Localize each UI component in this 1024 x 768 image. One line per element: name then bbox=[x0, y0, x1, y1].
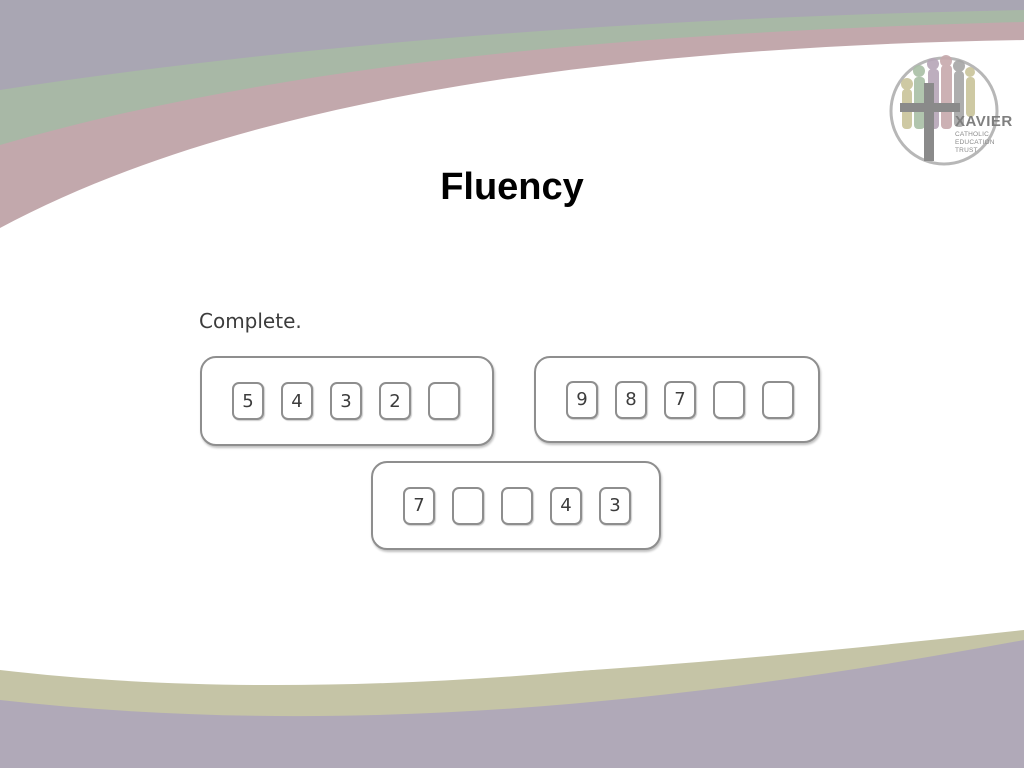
number-box: 4 bbox=[281, 382, 313, 420]
number-sequence-3: 7 4 3 bbox=[371, 461, 661, 550]
number-box: 2 bbox=[379, 382, 411, 420]
blank-answer-box[interactable] bbox=[762, 380, 794, 419]
trust-logo-emblem bbox=[889, 55, 999, 166]
number-box: 8 bbox=[615, 380, 647, 419]
number-box: 5 bbox=[232, 382, 264, 420]
blank-answer-box[interactable] bbox=[501, 486, 533, 525]
logo-name: XAVIER bbox=[955, 113, 1013, 130]
logo-subtitle-line: TRUST bbox=[955, 147, 978, 154]
bottom-band-white-sliver bbox=[0, 608, 1024, 686]
blank-answer-box[interactable] bbox=[713, 380, 745, 419]
content-area bbox=[0, 40, 1024, 669]
number-sequence-2: 9 8 7 bbox=[534, 356, 820, 443]
logo-subtitle: CATHOLIC EDUCATION TRUST bbox=[955, 131, 1013, 155]
number-box: 3 bbox=[599, 486, 631, 525]
blank-answer-box[interactable] bbox=[452, 486, 484, 525]
trust-logo-text: XAVIER CATHOLIC EDUCATION TRUST bbox=[955, 114, 1013, 155]
number-box: 7 bbox=[403, 486, 435, 525]
number-box: 7 bbox=[664, 380, 696, 419]
slide-title: Fluency bbox=[440, 166, 584, 208]
logo-subtitle-line: CATHOLIC bbox=[955, 131, 989, 138]
bottom-band-grey bbox=[0, 640, 1024, 768]
number-box: 3 bbox=[330, 382, 362, 420]
instruction-text: Complete. bbox=[199, 309, 302, 333]
blank-answer-box[interactable] bbox=[428, 382, 460, 420]
number-box: 9 bbox=[566, 380, 598, 419]
number-sequence-1: 5 4 3 2 bbox=[200, 356, 494, 446]
top-band-green bbox=[0, 10, 1024, 150]
logo-subtitle-line: EDUCATION bbox=[955, 139, 995, 146]
number-box: 4 bbox=[550, 486, 582, 525]
